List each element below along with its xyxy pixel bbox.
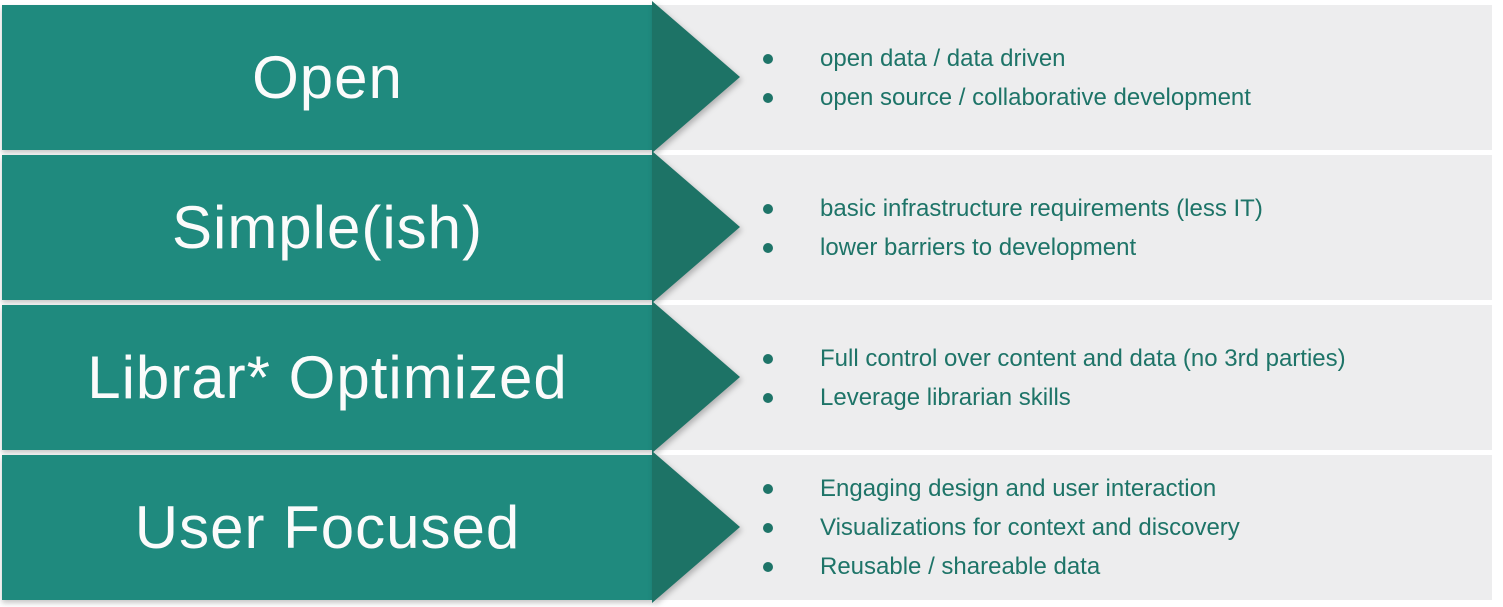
bullet-dot-icon: [763, 242, 773, 253]
bullet-item: basic infrastructure requirements (less …: [763, 189, 1263, 228]
feature-row-open: open data / data driven open source / co…: [0, 1, 1503, 153]
bullet-dot-icon: [763, 92, 773, 103]
bullet-item: open source / collaborative development: [763, 78, 1251, 117]
arrow-label: Simple(ish): [171, 194, 484, 261]
bullet-item: Engaging design and user interaction: [763, 469, 1240, 508]
bullet-dot-icon: [763, 203, 773, 214]
bullet-text: Visualizations for context and discovery: [820, 514, 1240, 541]
bullet-item: Reusable / shareable data: [763, 547, 1240, 586]
bullet-item: Leverage librarian skills: [763, 378, 1346, 417]
bullet-text: Reusable / shareable data: [820, 553, 1101, 580]
bullet-text: open data / data driven: [820, 44, 1066, 72]
arrow-label: Open: [252, 44, 403, 111]
arrow-head-icon: [652, 1, 740, 153]
bullet-text: open source / collaborative development: [820, 83, 1251, 111]
bullet-item: open data / data driven: [763, 39, 1251, 78]
arrow-head-icon: [652, 301, 740, 453]
feature-row-simple: basic infrastructure requirements (less …: [0, 151, 1503, 303]
bullet-list: Full control over content and data (no 3…: [651, 339, 1362, 417]
arrow-label: User Focused: [134, 494, 521, 561]
bullet-item: Visualizations for context and discovery: [763, 508, 1240, 547]
arrow-band: User Focused: [2, 455, 653, 600]
bullet-text: basic infrastructure requirements (less …: [820, 194, 1263, 222]
arrow-band: Open: [2, 5, 653, 150]
bullet-dot-icon: [763, 484, 773, 494]
bullet-list: basic infrastructure requirements (less …: [651, 189, 1279, 267]
bullet-item: Full control over content and data (no 3…: [763, 339, 1346, 378]
arrow-head-icon: [652, 451, 740, 603]
bullet-list: Engaging design and user interaction Vis…: [651, 469, 1256, 586]
arrow-label: Librar* Optimized: [87, 344, 568, 411]
bullet-panel: Full control over content and data (no 3…: [651, 305, 1492, 450]
feature-row-librar-optimized: Full control over content and data (no 3…: [0, 301, 1503, 453]
bullet-dot-icon: [763, 392, 773, 403]
bullet-dot-icon: [763, 353, 773, 364]
bullet-list: open data / data driven open source / co…: [651, 39, 1267, 117]
arrow-band: Simple(ish): [2, 155, 653, 300]
arrow-band: Librar* Optimized: [2, 305, 653, 450]
bullet-panel: open data / data driven open source / co…: [651, 5, 1492, 150]
bullet-dot-icon: [763, 523, 773, 533]
arrow-head-icon: [652, 151, 740, 303]
bullet-text: Full control over content and data (no 3…: [820, 344, 1346, 372]
bullet-text: lower barriers to development: [820, 233, 1137, 261]
bullet-panel: Engaging design and user interaction Vis…: [651, 455, 1492, 600]
bullet-dot-icon: [763, 53, 773, 64]
bullet-item: lower barriers to development: [763, 228, 1263, 267]
bullet-dot-icon: [763, 562, 773, 572]
bullet-text: Leverage librarian skills: [820, 383, 1071, 411]
feature-row-user-focused: Engaging design and user interaction Vis…: [0, 451, 1503, 603]
bullet-panel: basic infrastructure requirements (less …: [651, 155, 1492, 300]
bullet-text: Engaging design and user interaction: [820, 475, 1217, 502]
